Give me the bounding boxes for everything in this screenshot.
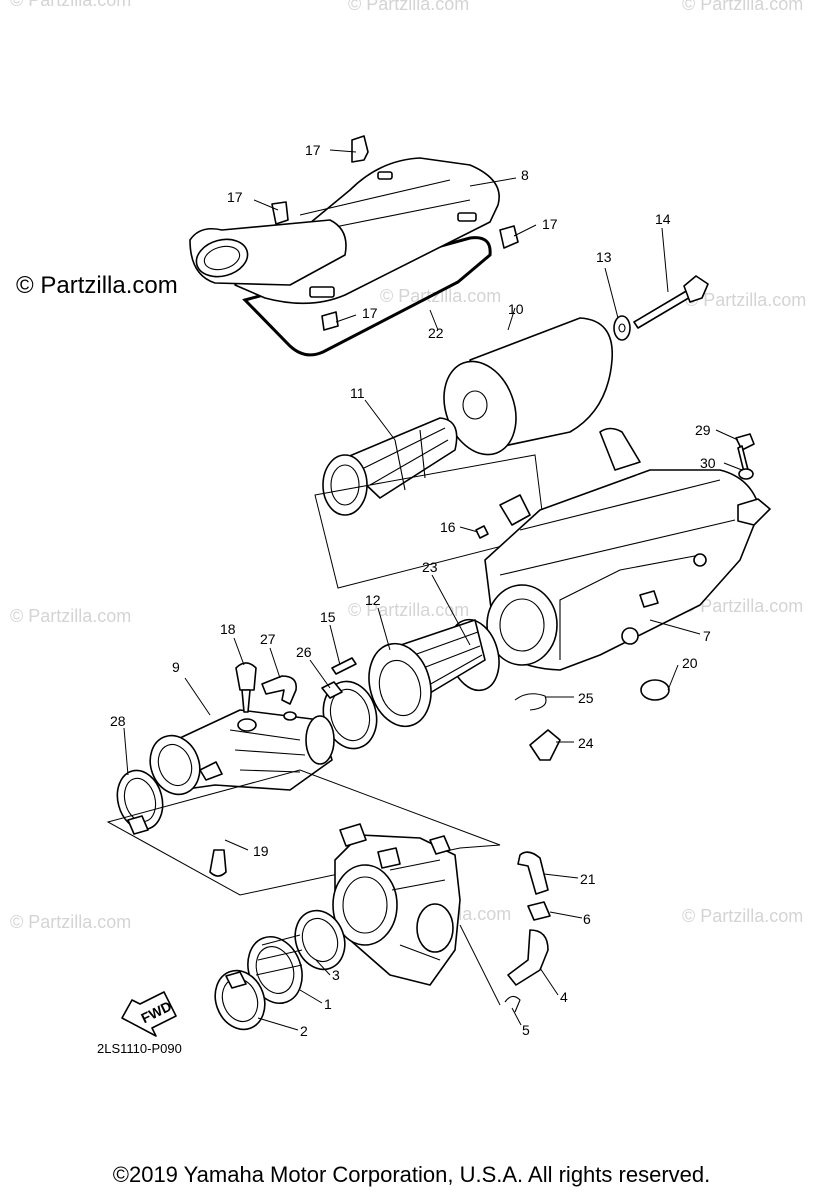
case-bolt-washer [735, 433, 755, 480]
callout-29: 29 [695, 422, 711, 438]
fwd-arrow-icon: FWD [121, 991, 177, 1037]
watermark-text: © Partzilla.com [10, 0, 131, 10]
airbox-cap [189, 157, 500, 305]
breather-cap [235, 662, 257, 713]
watermark-text: © Partzilla.com [682, 0, 803, 14]
airbox-cap-gasket [242, 236, 492, 357]
callout-17: 17 [362, 305, 378, 321]
filter-guide [322, 417, 458, 516]
callout-12: 12 [365, 592, 381, 608]
callout-8: 8 [521, 167, 529, 183]
filter-bolt-washer [613, 275, 709, 341]
air-filter-element [443, 317, 613, 456]
callout-17: 17 [542, 216, 558, 232]
callout-11: 11 [350, 385, 365, 401]
callout-1: 1 [324, 996, 332, 1012]
group-outline [106, 769, 501, 896]
copyright-notice: ©2019 Yamaha Motor Corporation, U.S.A. A… [112, 1162, 711, 1187]
small-parts [514, 679, 670, 761]
watermark-text: © Partzilla.com [10, 912, 131, 932]
watermark-text: © Partzilla.com [348, 0, 469, 14]
screw [331, 657, 357, 675]
callout-2: 2 [300, 1023, 308, 1039]
callout-5: 5 [522, 1022, 530, 1038]
callout-23: 23 [422, 559, 438, 575]
callout-18: 18 [220, 621, 236, 637]
callout-13: 13 [596, 249, 612, 265]
callout-4: 4 [560, 989, 568, 1005]
callout-20: 20 [682, 655, 698, 671]
leader-lines [123, 149, 743, 1031]
watermark-text: © Partzilla.com [685, 290, 806, 310]
watermark-text: © Partzilla.com [682, 596, 803, 616]
throttle-body-joint [214, 909, 346, 1031]
callout-30: 30 [700, 455, 716, 471]
throttle-body [332, 823, 461, 986]
watermark-text: © Partzilla.com [380, 286, 501, 306]
callout-7: 7 [703, 628, 711, 644]
callout-24: 24 [578, 735, 594, 751]
clips [271, 135, 519, 331]
hose-clamp [321, 680, 378, 750]
callout-26: 26 [296, 644, 312, 660]
callout-10: 10 [508, 301, 524, 317]
air-filter-joint [368, 619, 486, 728]
hose-fitting [209, 849, 227, 877]
callout-21: 21 [580, 871, 596, 887]
watermark-text: © Partzilla.com [10, 606, 131, 626]
callout-16: 16 [440, 519, 456, 535]
elbow-fitting [261, 675, 298, 705]
callout-6: 6 [583, 911, 591, 927]
callout-19: 19 [253, 843, 269, 859]
screw [475, 525, 489, 539]
callout-22: 22 [428, 325, 444, 341]
callout-3: 3 [332, 967, 340, 983]
brand-label: © Partzilla.com [16, 272, 178, 299]
callout-28: 28 [110, 713, 126, 729]
callout-17: 17 [227, 189, 243, 205]
callout-27: 27 [260, 631, 276, 647]
callout-25: 25 [578, 690, 594, 706]
callout-15: 15 [320, 609, 336, 625]
intake-joint [149, 709, 335, 796]
watermark-text: © Partzilla.com [682, 906, 803, 926]
hose-clamp [116, 769, 164, 835]
callout-9: 9 [172, 659, 180, 675]
airbox-case [484, 427, 771, 671]
watermark-text: © Partzilla.com [348, 600, 469, 620]
diagram-code: 2LS1110-P090 [97, 1041, 182, 1056]
callout-14: 14 [655, 211, 671, 227]
callout-17: 17 [305, 142, 321, 158]
callout-numbers: 17 17 17 17 8 13 14 22 10 11 29 30 16 23… [110, 142, 716, 1039]
hose-assembly [504, 851, 551, 1013]
